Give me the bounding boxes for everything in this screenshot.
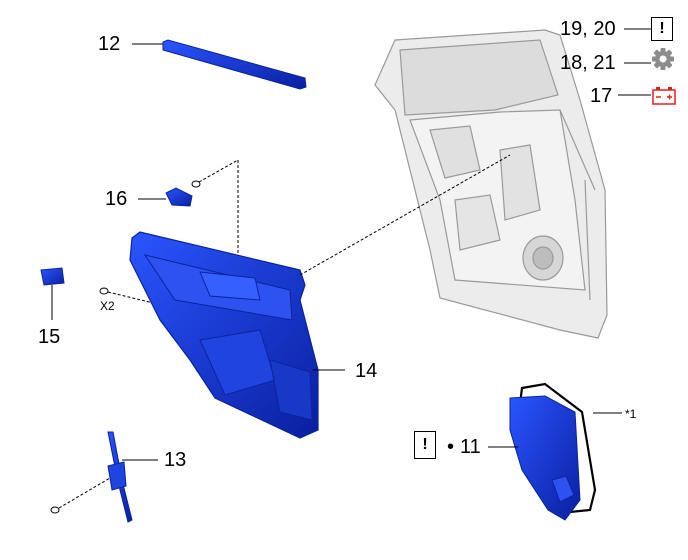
label-x2: X2 [100,299,115,313]
caution-icon: ! [651,17,673,41]
label-19-20: 19, 20 [560,18,616,40]
label-15: 15 [38,326,61,348]
label-14: 14 [355,360,378,382]
label-12: 12 [98,33,121,55]
dashed-14-to-frame [299,154,511,276]
label-17: 17 [590,85,613,107]
part-11-service-hole-cover [509,382,597,521]
door-frame [374,29,608,339]
label-13: 13 [164,449,187,471]
gear-icon [652,48,674,70]
part-15-cover [40,267,65,286]
label-11: 11 [460,436,481,458]
label-18-21: 18, 21 [560,52,616,74]
label-16: 16 [105,188,128,210]
caution-icon-11: ! [414,431,436,459]
bullet-11: • [447,436,455,458]
label-star1: *1 [625,407,637,421]
part-16-cover [165,187,193,207]
part-13-strip [50,431,133,523]
part-14-door-trim-board [129,231,319,439]
part-12-belt-moulding [162,39,307,90]
battery-icon [652,87,676,105]
